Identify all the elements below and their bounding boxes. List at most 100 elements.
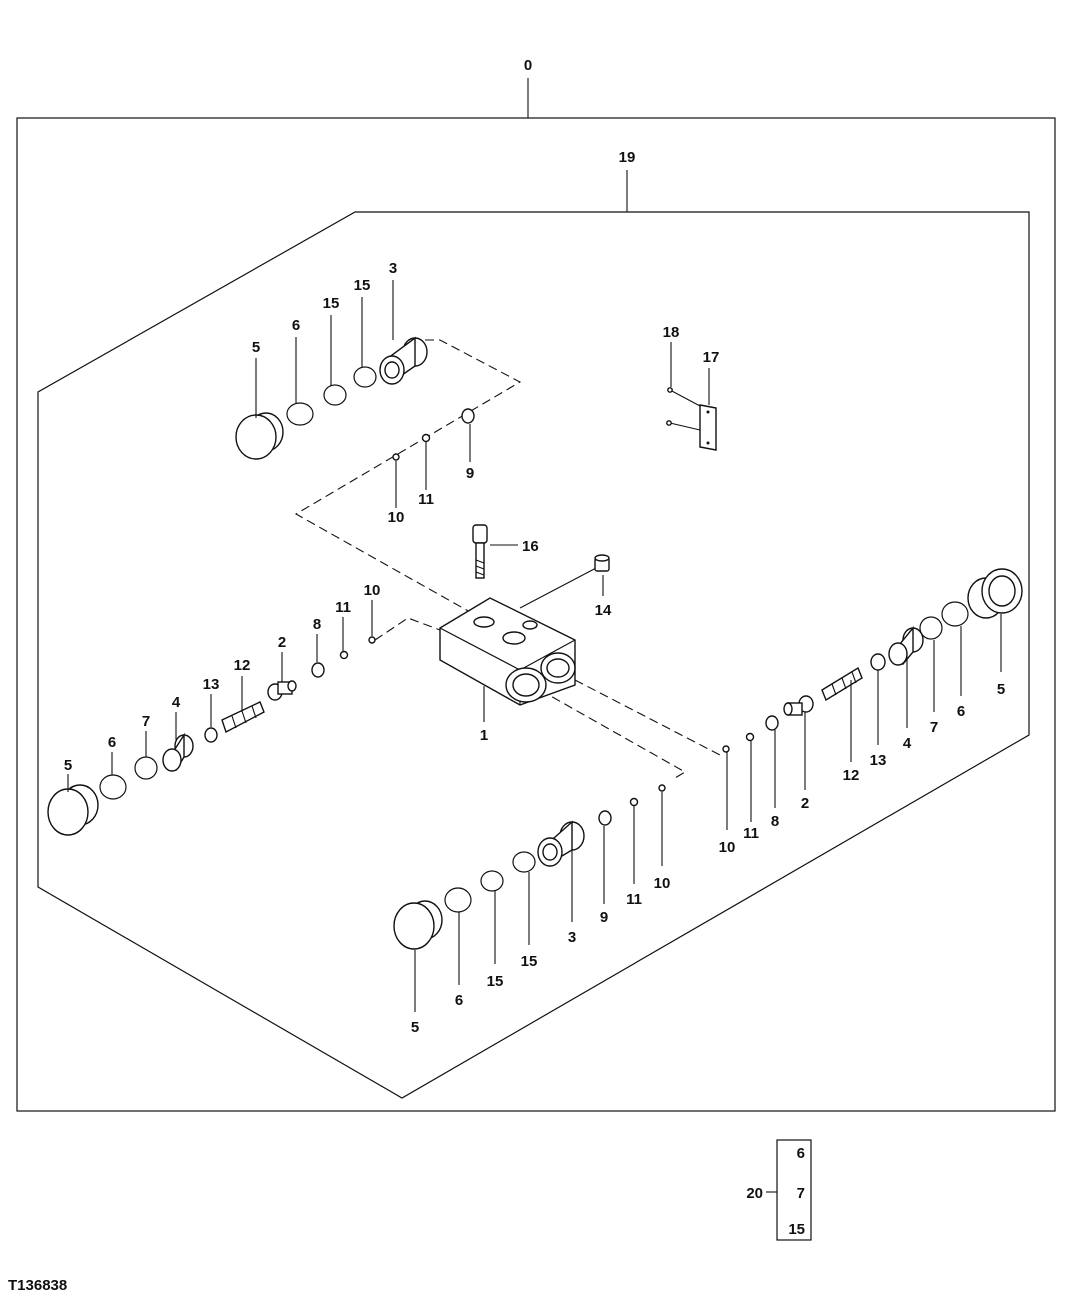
nameplate xyxy=(666,387,717,451)
left-spring-label: 12 xyxy=(234,657,251,674)
right-piston xyxy=(888,626,924,666)
right-washer-13 xyxy=(870,653,886,671)
left-ring-7 xyxy=(134,756,158,780)
right-ball-10 xyxy=(722,745,730,753)
bottom-spool-label: 3 xyxy=(568,929,576,946)
screw-label: 18 xyxy=(663,324,680,341)
plug-label: 14 xyxy=(595,602,612,619)
bolt xyxy=(472,524,488,579)
left-ball-10-label: 10 xyxy=(364,582,381,599)
right-poppet-label: 2 xyxy=(801,795,809,812)
top-ball-10-label: 10 xyxy=(388,509,405,526)
right-poppet xyxy=(783,695,814,716)
left-nut-8 xyxy=(311,662,325,678)
plug-14-line xyxy=(519,566,599,609)
left-ball-10 xyxy=(368,636,376,644)
left-nut-label: 8 xyxy=(313,616,321,633)
bottom-ring-15a xyxy=(480,870,504,892)
top-nut-label: 9 xyxy=(466,465,474,482)
subassembly-label: 19 xyxy=(619,149,636,166)
top-spool-label: 3 xyxy=(389,260,397,277)
plug xyxy=(594,554,610,572)
left-plug xyxy=(47,784,99,836)
bottom-nut-label: 9 xyxy=(600,909,608,926)
right-oring-label: 6 xyxy=(957,703,965,720)
top-plug-label: 5 xyxy=(252,339,260,356)
top-ball-10 xyxy=(392,453,400,461)
top-ring-15b xyxy=(353,366,377,388)
left-assembly-line xyxy=(374,617,441,641)
bottom-ball-11 xyxy=(629,797,639,807)
top-plug xyxy=(235,412,284,460)
right-ball-11-label: 11 xyxy=(743,825,759,842)
right-nut-label: 8 xyxy=(771,813,779,830)
bottom-oring-6 xyxy=(444,887,472,913)
valve-body xyxy=(439,597,576,706)
left-washer-label: 13 xyxy=(203,676,220,693)
top-ball-11-label: 11 xyxy=(418,491,434,508)
left-ring-label: 7 xyxy=(142,713,150,730)
nameplate-label: 17 xyxy=(703,349,720,366)
top-ball-11 xyxy=(421,433,431,443)
bottom-oring-label: 6 xyxy=(455,992,463,1009)
top-oring-6 xyxy=(286,402,314,426)
bottom-ring-b-label: 15 xyxy=(521,953,538,970)
right-plug xyxy=(967,568,1023,619)
kit-item: 15 xyxy=(788,1221,805,1238)
subassembly-frame xyxy=(37,211,1030,1099)
bottom-nut-9 xyxy=(598,810,612,826)
top-oring-label: 6 xyxy=(292,317,300,334)
bottom-ball-11-label: 11 xyxy=(626,891,642,908)
right-plug-label: 5 xyxy=(997,681,1005,698)
assembly-label: 0 xyxy=(524,57,532,74)
left-piston xyxy=(162,732,194,772)
right-ball-10-label: 10 xyxy=(719,839,736,856)
kit-number: 20 xyxy=(746,1185,763,1202)
bottom-ball-10-label: 10 xyxy=(654,875,671,892)
left-ball-11 xyxy=(339,650,349,660)
bottom-assembly-line xyxy=(539,689,687,779)
bottom-spool xyxy=(537,820,585,867)
left-plug-label: 5 xyxy=(64,757,72,774)
left-oring-label: 6 xyxy=(108,734,116,751)
bottom-ball-10 xyxy=(658,784,666,792)
right-nut-8 xyxy=(765,715,779,731)
right-washer-label: 13 xyxy=(870,752,887,769)
left-spring xyxy=(221,701,265,734)
left-poppet-label: 2 xyxy=(278,634,286,651)
right-spring xyxy=(821,666,863,702)
left-poppet xyxy=(267,680,297,701)
bolt-label: 16 xyxy=(522,538,539,555)
kit-item: 6 xyxy=(797,1145,805,1162)
left-oring-6 xyxy=(99,774,127,800)
top-assembly-line xyxy=(294,339,522,613)
right-assembly-line xyxy=(574,679,721,756)
right-ring-label: 7 xyxy=(930,719,938,736)
right-ball-11 xyxy=(745,732,755,742)
bottom-ring-15b xyxy=(512,851,536,873)
assembly-frame xyxy=(16,117,1056,1112)
kit-item: 7 xyxy=(797,1185,805,1202)
kit-box: 20 6 7 15 xyxy=(746,1139,812,1241)
top-nut xyxy=(461,408,475,424)
top-ring-15a xyxy=(323,384,347,406)
figure-id: T136838 xyxy=(8,1277,67,1294)
right-spring-label: 12 xyxy=(843,767,860,784)
right-group xyxy=(722,568,1023,753)
valve-body-label: 1 xyxy=(480,727,488,744)
bottom-ring-a-label: 15 xyxy=(487,973,504,990)
top-ring-a-label: 15 xyxy=(323,295,340,312)
top-ring-b-label: 15 xyxy=(354,277,371,294)
left-group xyxy=(47,636,376,836)
top-spool xyxy=(379,336,428,385)
left-ball-11-label: 11 xyxy=(335,599,351,616)
bottom-plug-label: 5 xyxy=(411,1019,419,1036)
right-piston-label: 4 xyxy=(903,735,912,752)
bottom-plug xyxy=(393,900,443,950)
left-piston-label: 4 xyxy=(172,694,181,711)
right-oring-6 xyxy=(941,601,969,627)
left-washer-13 xyxy=(204,727,218,743)
top-group xyxy=(235,336,475,461)
right-ring-7 xyxy=(919,616,943,640)
